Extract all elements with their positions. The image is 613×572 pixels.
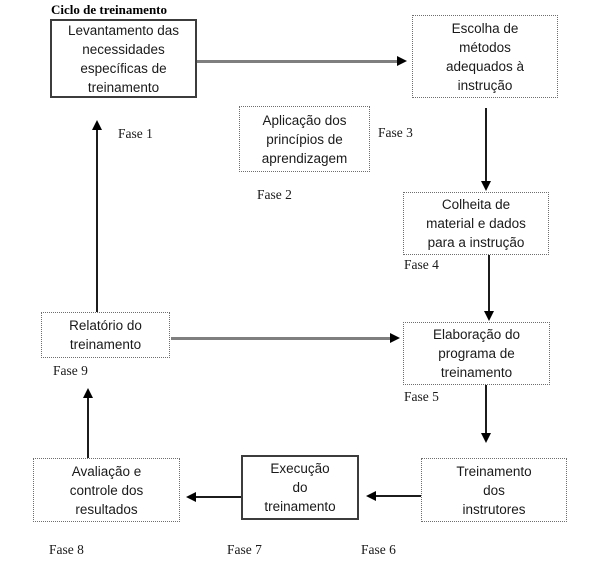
arrow-colheita-to-elaboracao-head-icon <box>484 311 494 321</box>
label-fase-3: Fase 3 <box>378 125 413 140</box>
arrow-relatorio-to-elaboracao-head-icon <box>390 333 400 343</box>
arrow-levantamento-to-escolha-head-icon <box>397 56 407 66</box>
box-elaboracao-text: Elaboração do programa de treinamento <box>432 327 521 380</box>
arrow-colheita-to-elaboracao-line <box>488 255 490 312</box>
box-execucao-text: Execução do treinamento <box>264 461 336 514</box>
label-fase-6: Fase 6 <box>361 542 396 557</box>
box-treinamento-instrutores: Treinamento dos instrutores <box>421 458 567 522</box>
arrow-treinamento-to-execucao-head-icon <box>366 491 376 501</box>
box-escolha-metodos: Escolha de métodos adequados à instrução <box>412 15 558 98</box>
box-aplicacao-text: Aplicação dos princípios de aprendizagem <box>261 112 348 166</box>
box-relatorio-treinamento: Relatório do treinamento <box>41 312 170 358</box>
arrow-relatorio-to-elaboracao-line <box>171 337 390 340</box>
box-escolha-text: Escolha de métodos adequados à instrução <box>445 20 525 93</box>
box-relatorio-text: Relatório do treinamento <box>69 318 142 352</box>
box-execucao-treinamento: Execução do treinamento <box>241 455 359 520</box>
box-colheita-material: Colheita de material e dados para a inst… <box>403 192 549 255</box>
label-fase-1: Fase 1 <box>118 126 153 141</box>
arrow-levantamento-to-escolha-line <box>197 60 397 63</box>
box-levantamento-text: Levantamento das necessidades específica… <box>67 22 180 95</box>
arrow-treinamento-to-execucao-line <box>376 495 421 497</box>
diagram-title: Ciclo de treinamento <box>51 2 168 17</box>
arrow-escolha-to-colheita-head-icon <box>481 181 491 191</box>
arrow-relatorio-to-levantamento-head-icon <box>92 120 102 130</box>
box-levantamento-necessidades: Levantamento das necessidades específica… <box>50 19 197 98</box>
label-fase-5: Fase 5 <box>404 389 439 404</box>
box-avaliacao-text: Avaliação e controle dos resultados <box>69 463 144 517</box>
arrow-relatorio-to-levantamento-line <box>96 130 98 312</box>
arrow-execucao-to-avaliacao-line <box>196 496 241 498</box>
label-fase-7: Fase 7 <box>227 542 262 557</box>
label-fase-8: Fase 8 <box>49 542 84 557</box>
label-fase-9: Fase 9 <box>53 363 88 378</box>
box-elaboracao-programa: Elaboração do programa de treinamento <box>403 322 550 385</box>
arrow-elaboracao-to-treinamento-line <box>485 385 487 434</box>
arrow-avaliacao-to-relatorio-head-icon <box>83 388 93 398</box>
arrow-escolha-to-colheita-line <box>485 108 487 182</box>
arrow-elaboracao-to-treinamento-head-icon <box>481 433 491 443</box>
box-avaliacao-controle: Avaliação e controle dos resultados <box>33 458 180 522</box>
arrow-execucao-to-avaliacao-head-icon <box>186 492 196 502</box>
arrow-avaliacao-to-relatorio-line <box>87 398 89 458</box>
label-fase-4: Fase 4 <box>404 257 439 272</box>
box-aplicacao-principios: Aplicação dos princípios de aprendizagem <box>239 106 370 172</box>
box-colheita-text: Colheita de material e dados para a inst… <box>426 197 526 250</box>
box-treinamento-instrutores-text: Treinamento dos instrutores <box>456 463 532 517</box>
label-fase-2: Fase 2 <box>257 187 292 202</box>
